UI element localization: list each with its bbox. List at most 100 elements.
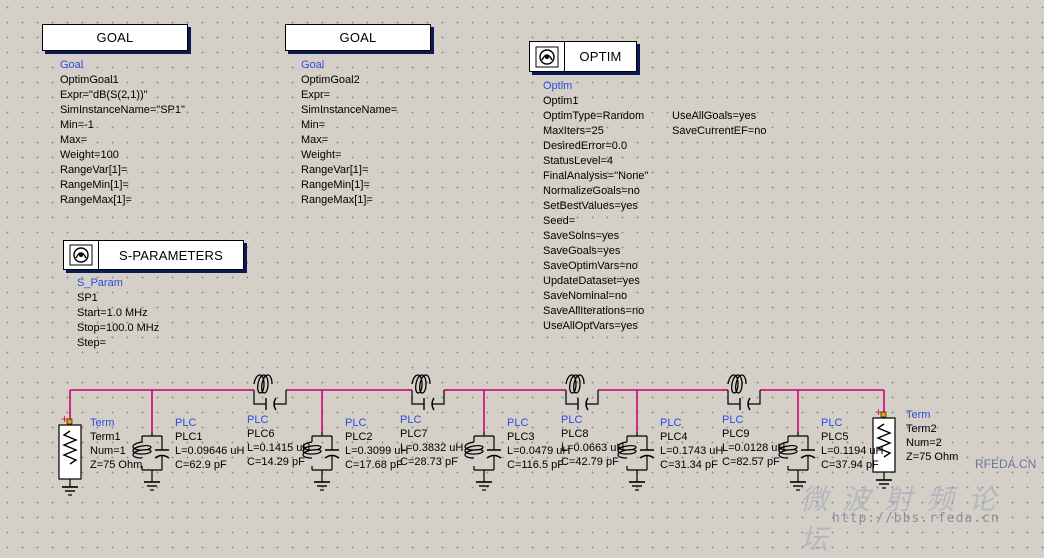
param-line: C=62.9 pF xyxy=(175,459,227,471)
param-line: RangeVar[1]= xyxy=(60,164,128,176)
param-line: L=0.1415 uH xyxy=(247,442,311,454)
param-line: RangeMax[1]= xyxy=(301,194,373,206)
series-plc-symbol xyxy=(248,374,292,411)
param-line: PLC xyxy=(247,414,269,426)
param-line: L=0.09646 uH xyxy=(175,445,245,457)
param-line: OptimGoal1 xyxy=(60,74,119,86)
shunt-plc-symbol xyxy=(464,432,502,491)
param-line: FinalAnalysis="None" xyxy=(543,170,649,182)
param-line: StatusLevel=4 xyxy=(543,155,614,167)
components: ++ xyxy=(58,374,896,496)
param-line: Term xyxy=(906,409,931,421)
param-line: Term1 xyxy=(90,431,121,443)
param-line: PLC8 xyxy=(561,428,589,440)
optim-component-box[interactable]: OPTIM xyxy=(529,41,637,72)
term1-symbol: + xyxy=(58,412,82,496)
param-line: UseAllOptVars=yes xyxy=(543,320,638,332)
param-line: Optim1 xyxy=(543,95,579,107)
param-line: SaveOptimVars=no xyxy=(543,260,638,272)
param-line: C=28.73 pF xyxy=(400,456,458,468)
param-line: SimInstanceName= xyxy=(301,104,398,116)
param-line: PLC xyxy=(821,417,843,429)
param-line: Num=1 xyxy=(90,445,126,457)
param-line: DesiredError=0.0 xyxy=(543,140,628,152)
param-line: RangeMin[1]= xyxy=(60,179,129,191)
goal2-component-box[interactable]: GOAL xyxy=(285,24,431,51)
watermark-url: http://bbs.rfeda.cn xyxy=(832,511,1000,526)
param-line: Weight=100 xyxy=(60,149,119,161)
param-line: PLC xyxy=(400,414,422,426)
param-line: PLC5 xyxy=(821,431,849,443)
param-line: Goal xyxy=(301,59,325,71)
shunt-plc-symbol xyxy=(778,432,816,491)
param-line: RangeMin[1]= xyxy=(301,179,370,191)
series-plc-symbol xyxy=(722,374,766,411)
param-line: PLC xyxy=(507,417,529,429)
param-line: Goal xyxy=(60,59,84,71)
schematic-canvas[interactable]: ++ xyxy=(0,0,1044,533)
param-line: Max= xyxy=(301,134,329,146)
param-line: OptimType=Random xyxy=(543,110,645,122)
param-line: PLC xyxy=(722,414,744,426)
param-line: C=17.68 pF xyxy=(345,459,403,471)
goal1-component-box[interactable]: GOAL xyxy=(42,24,188,51)
term2-symbol: + xyxy=(872,405,896,489)
param-line: UseAllGoals=yes xyxy=(672,110,757,122)
param-line: L=0.0128 uH xyxy=(722,442,786,454)
param-line: L=0.0479 uH xyxy=(507,445,571,457)
inductor-coil xyxy=(253,374,273,394)
param-line: RangeMax[1]= xyxy=(60,194,132,206)
param-line: SaveSolns=yes xyxy=(543,230,620,242)
param-line: OptimGoal2 xyxy=(301,74,360,86)
param-line: L=0.3832 uH xyxy=(400,442,464,454)
param-line: MaxIters=25 xyxy=(543,125,604,137)
shunt-plc-symbol xyxy=(302,432,340,491)
param-line: Start=1.0 MHz xyxy=(77,307,148,319)
param-line: PLC2 xyxy=(345,431,373,443)
sparam-controller-icon xyxy=(64,241,99,269)
param-line: PLC9 xyxy=(722,428,750,440)
series-plc-symbol xyxy=(560,374,604,411)
param-line: L=0.3099 uH xyxy=(345,445,409,457)
param-line: PLC xyxy=(660,417,682,429)
param-line: PLC3 xyxy=(507,431,535,443)
shunt-plc-symbol xyxy=(132,432,170,491)
param-line: SaveCurrentEF=no xyxy=(672,125,767,137)
sparam-component-box[interactable]: S-PARAMETERS xyxy=(63,240,244,270)
param-line: Z=75 Ohm xyxy=(906,451,959,463)
svg-text:+: + xyxy=(875,405,882,419)
series-plc-symbol xyxy=(406,374,450,411)
param-line: PLC1 xyxy=(175,431,203,443)
param-line: Seed= xyxy=(543,215,576,227)
param-line: PLC xyxy=(345,417,367,429)
param-line: UpdateDataset=yes xyxy=(543,275,640,287)
sparam-title: S-PARAMETERS xyxy=(118,247,223,263)
inductor-coil xyxy=(727,374,747,394)
param-line: Max= xyxy=(60,134,88,146)
param-line: C=42.79 pF xyxy=(561,456,619,468)
param-line: Term2 xyxy=(906,423,937,435)
param-line: Optim xyxy=(543,80,573,92)
param-line: C=82.57 pF xyxy=(722,456,780,468)
watermark-logo: RFEDA.CN xyxy=(975,457,1037,471)
param-line: L=0.0663 uH xyxy=(561,442,625,454)
param-line: L=0.1194 uH xyxy=(821,445,884,457)
goal2-title: GOAL xyxy=(339,30,377,45)
param-line: Step= xyxy=(77,337,107,349)
